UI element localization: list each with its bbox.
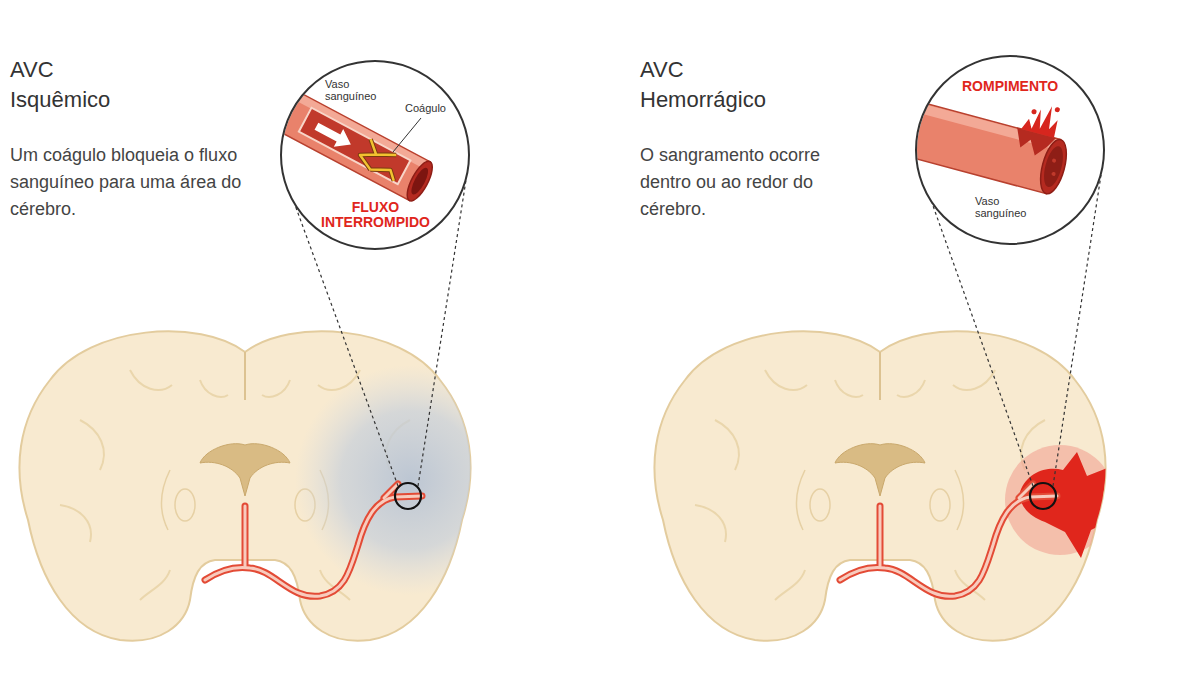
magnifier-fill <box>281 61 469 249</box>
panel-heading: AVC Hemorrágico <box>640 55 766 114</box>
part-label: Coágulo <box>405 102 446 114</box>
part-label: Vaso sanguíneo <box>975 195 1026 219</box>
clotted-vessel <box>246 75 437 204</box>
hemorrhagic-brain <box>654 331 1115 640</box>
ischemic-brain <box>19 180 530 641</box>
part-label: Vaso sanguíneo <box>325 78 376 102</box>
ruptured-vessel <box>868 62 1080 196</box>
magnifier-circle: ROMPIMENTO Vaso sanguíneo <box>915 55 1105 245</box>
panel-description: Um coágulo bloqueia o fluxo sanguíneo pa… <box>10 142 250 223</box>
state-label: FLUXO INTERROMPIDO <box>321 200 430 229</box>
panel-description: O sangramento ocorre dentro ou ao redor … <box>640 142 870 223</box>
panel-heading: AVC Isquêmico <box>10 55 110 114</box>
magnifier-circle: Vaso sanguíneoCoáguloFLUXO INTERROMPIDO <box>280 60 470 250</box>
state-label: ROMPIMENTO <box>962 79 1058 94</box>
